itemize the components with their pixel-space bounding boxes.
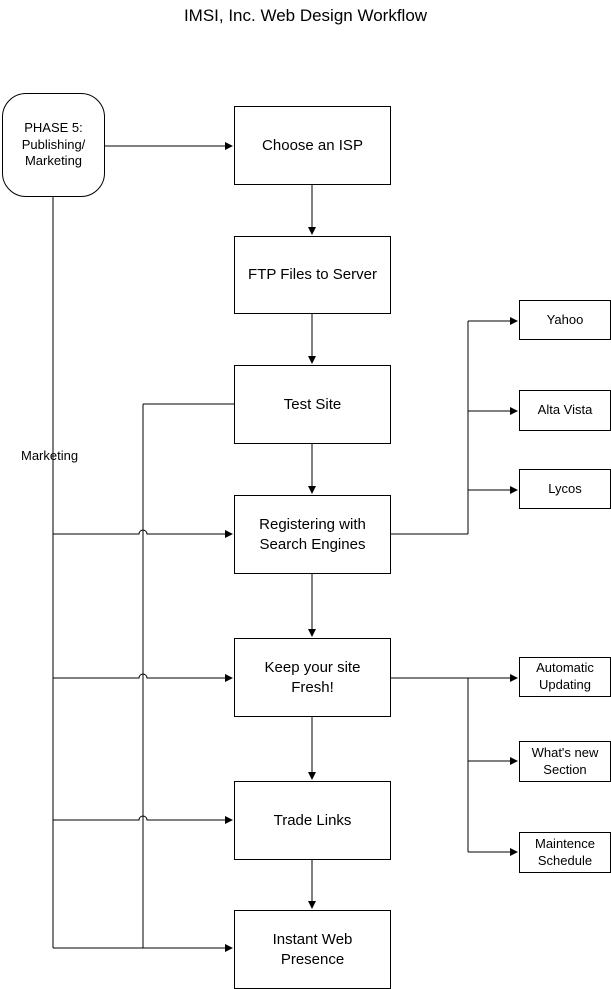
fresh-option-automatic-updating: Automatic Updating xyxy=(519,657,611,697)
search-engine-alta-vista: Alta Vista xyxy=(519,390,611,431)
choose-isp-step: Choose an ISP xyxy=(234,106,391,185)
marketing-label: Marketing xyxy=(21,448,79,463)
instant-web-presence-step: Instant Web Presence xyxy=(234,910,391,989)
diagram-title: IMSI, Inc. Web Design Workflow xyxy=(183,6,428,25)
keep-site-fresh-step: Keep your site Fresh! xyxy=(234,638,391,717)
search-engine-yahoo: Yahoo xyxy=(519,300,611,340)
test-site-step: Test Site xyxy=(234,365,391,444)
fresh-option-maintence-schedule: Maintence Schedule xyxy=(519,832,611,873)
ftp-files-step: FTP Files to Server xyxy=(234,236,391,314)
register-search-engines-step: Registering with Search Engines xyxy=(234,495,391,574)
fresh-option-whats-new: What's new Section xyxy=(519,741,611,782)
phase-5-node: PHASE 5: Publishing/ Marketing xyxy=(2,93,105,197)
search-engine-lycos: Lycos xyxy=(519,469,611,509)
trade-links-step: Trade Links xyxy=(234,781,391,860)
